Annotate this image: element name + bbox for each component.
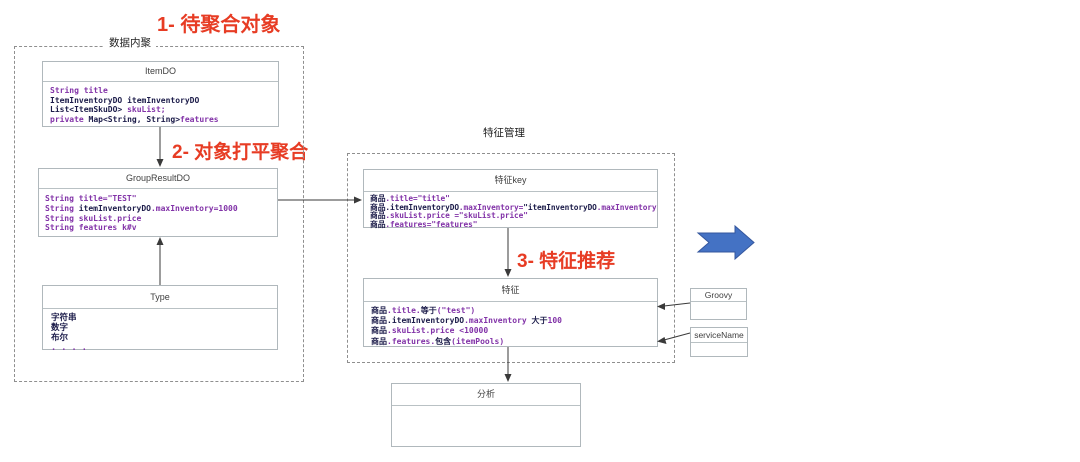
- analysis-box-title: 分析: [392, 384, 580, 406]
- group-feature-management-label: 特征管理: [478, 125, 530, 140]
- itemdo-box-title: ItemDO: [43, 62, 278, 82]
- feature-box: 特征 商品.title.等于("test")商品.itemInventoryDO…: [363, 278, 658, 347]
- analysis-box: 分析: [391, 383, 581, 447]
- feature-box-code: 商品.title.等于("test")商品.itemInventoryDO.ma…: [371, 306, 562, 346]
- annotation-step1: 1- 待聚合对象: [157, 14, 281, 36]
- next-section-arrow: [696, 224, 755, 261]
- annotation-step3: 3- 特征推荐: [517, 251, 616, 272]
- group-data-cohesion-label: 数据内聚: [104, 35, 156, 50]
- groupresultdo-box-code: String title="TEST"String itemInventoryD…: [45, 194, 238, 233]
- groupresultdo-box-title: GroupResultDO: [39, 169, 277, 189]
- group-data-cohesion: [14, 46, 304, 382]
- feature-key-box-title: 特征key: [364, 170, 657, 192]
- feature-key-box: 特征key 商品.title="title"商品.itemInventoryDO…: [363, 169, 658, 229]
- groovy-box-title: Groovy: [691, 289, 746, 302]
- groupresultdo-box: GroupResultDO String title="TEST"String …: [38, 168, 278, 237]
- type-box-items: 字符串数字布尔. . . .: [51, 313, 87, 353]
- type-box-title: Type: [43, 286, 277, 309]
- group-feature-management: [347, 153, 675, 363]
- feature-key-box-code: 商品.title="title"商品.itemInventoryDO.maxIn…: [370, 194, 657, 229]
- feature-box-title: 特征: [364, 279, 657, 302]
- servicename-box-title: serviceName: [691, 328, 747, 343]
- servicename-box: serviceName: [690, 327, 748, 357]
- groovy-box: Groovy: [690, 288, 747, 320]
- type-box: Type 字符串数字布尔. . . .: [42, 285, 278, 353]
- annotation-step2: 2- 对象打平聚合: [172, 142, 309, 163]
